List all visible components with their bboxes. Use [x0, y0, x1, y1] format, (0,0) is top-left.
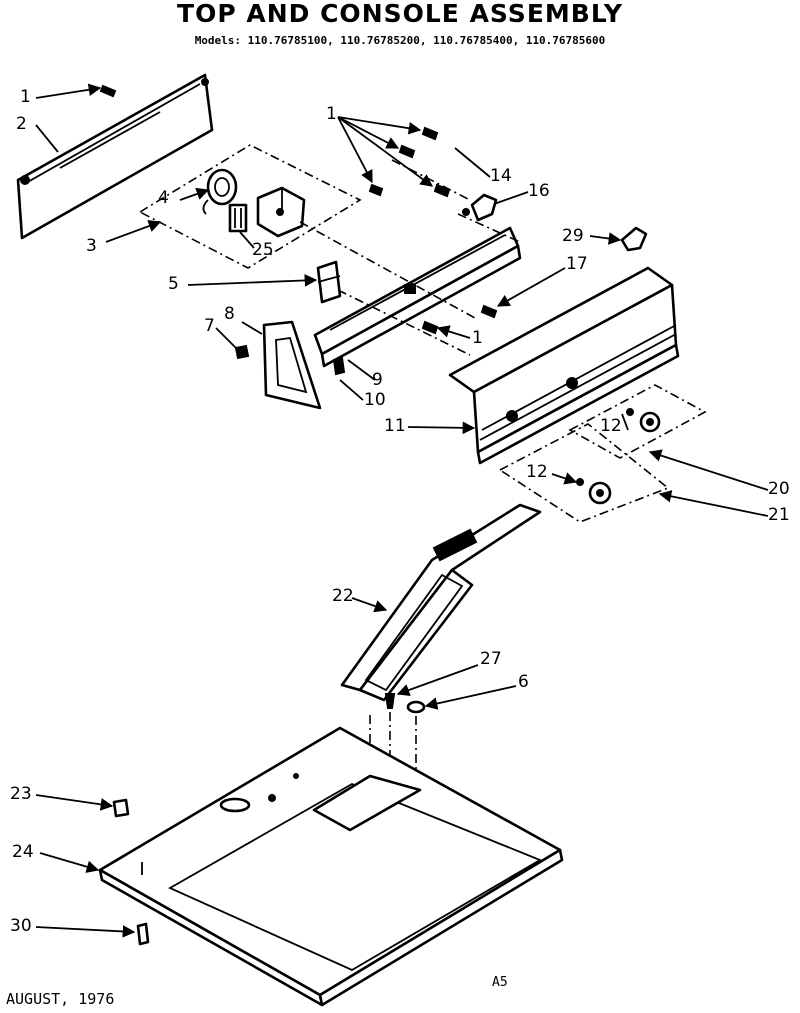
- screw-1a: [99, 84, 117, 98]
- clip-16: [462, 193, 498, 222]
- callout-21: 21: [768, 505, 790, 525]
- console-bracket-rail: [313, 226, 522, 368]
- callout-1c: 1: [472, 328, 483, 348]
- callout-12b: 12: [526, 462, 548, 482]
- end-bracket: [262, 320, 322, 410]
- callout-3: 3: [86, 236, 97, 256]
- nut-7: [234, 344, 250, 360]
- callout-27: 27: [480, 649, 502, 669]
- clip-29: [620, 226, 648, 252]
- callout-5: 5: [168, 274, 179, 294]
- callout-16: 16: [528, 181, 550, 201]
- publication-date: AUGUST, 1976: [6, 990, 115, 1008]
- callout-14: 14: [490, 166, 512, 186]
- switch-part: [228, 203, 248, 233]
- screw-10: [332, 356, 346, 376]
- callout-7: 7: [204, 316, 215, 336]
- switch-bracket: [316, 260, 342, 304]
- callout-10: 10: [364, 390, 386, 410]
- screws-1b: [368, 126, 451, 198]
- knob-area-21: [498, 423, 670, 523]
- dryer-top: [98, 726, 564, 1007]
- page-title: TOP AND CONSOLE ASSEMBLY: [177, 0, 623, 28]
- callout-30: 30: [10, 916, 32, 936]
- back-panel: [16, 73, 214, 240]
- foot-30: [136, 922, 150, 946]
- callout-2: 2: [16, 114, 27, 134]
- leader-lines: [35, 83, 769, 938]
- callout-17: 17: [566, 254, 588, 274]
- callout-25: 25: [252, 240, 274, 260]
- grommet-6: [406, 700, 426, 714]
- callout-1b: 1: [326, 104, 337, 124]
- timer-motor: [256, 186, 306, 238]
- plug-23: [112, 798, 130, 818]
- callout-20: 20: [768, 479, 790, 499]
- callout-24: 24: [12, 842, 34, 862]
- timer-mounting-plate: [138, 144, 362, 269]
- screw-27: [384, 693, 396, 709]
- callout-6: 6: [518, 672, 529, 692]
- callout-29: 29: [562, 226, 584, 246]
- model-numbers: Models: 110.76785100, 110.76785200, 110.…: [194, 34, 606, 47]
- callout-1a: 1: [20, 87, 31, 107]
- callout-8: 8: [224, 304, 235, 324]
- knob-area-20: [568, 384, 707, 459]
- callout-12a: 12: [600, 416, 622, 436]
- callout-9: 9: [372, 370, 383, 390]
- lint-filter-panel: [340, 503, 542, 702]
- console-panel: [448, 266, 680, 465]
- callout-11: 11: [384, 416, 406, 436]
- page-code: A5: [492, 975, 508, 990]
- callout-23: 23: [10, 784, 32, 804]
- callout-4: 4: [158, 188, 169, 208]
- timer-bracket: [202, 168, 238, 215]
- screws-1c: [421, 304, 498, 335]
- callout-22: 22: [332, 586, 354, 606]
